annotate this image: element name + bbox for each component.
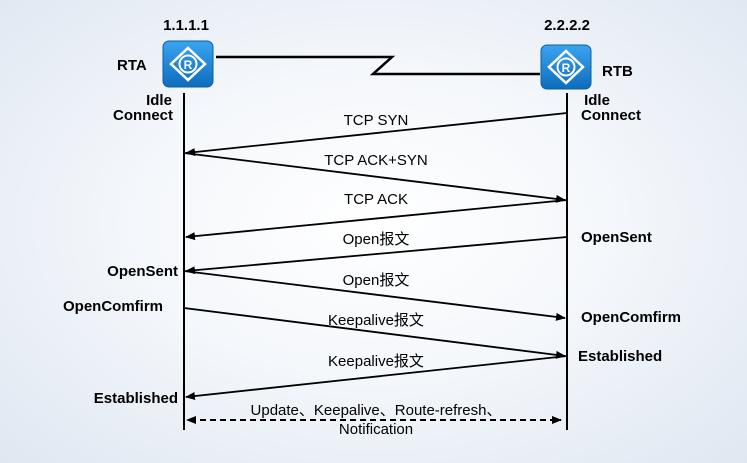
- update-exchange-label-line1: Update、Keepalive、Route-refresh、: [251, 402, 502, 419]
- router-b-state-connect: Connect: [581, 107, 641, 124]
- open-msg-b-to-a-arrow: [185, 236, 568, 275]
- open-msg-label-1: Open报文: [343, 231, 410, 248]
- router-b-ip: 2.2.2.2: [544, 17, 590, 34]
- router-a-state-idle: Idle: [146, 92, 172, 109]
- tcp-syn-arrow: [185, 112, 568, 157]
- keepalive-label-2: Keepalive报文: [328, 353, 424, 370]
- router-b-state-established: Established: [578, 348, 662, 365]
- open-msg-a-to-b-arrow: [183, 270, 566, 321]
- open-msg-label-2: Open报文: [343, 272, 410, 289]
- router-b-icon[interactable]: R: [540, 44, 592, 90]
- router-a-ip: 1.1.1.1: [163, 17, 209, 34]
- update-exchange-left-arrowhead: [186, 416, 196, 424]
- router-a-icon[interactable]: R: [162, 40, 214, 88]
- router-a-icon-letter: R: [184, 58, 193, 72]
- keepalive-a-to-b-arrow: [183, 307, 566, 359]
- router-a-state-opencomfirm: OpenComfirm: [63, 298, 163, 315]
- router-b-state-opencomfirm: OpenComfirm: [581, 309, 681, 326]
- tcp-ack-syn-label: TCP ACK+SYN: [324, 152, 428, 169]
- keepalive-label-1: Keepalive报文: [328, 312, 424, 329]
- router-b-name: RTB: [602, 63, 633, 80]
- tcp-syn-label: TCP SYN: [344, 112, 409, 129]
- router-b-state-idle: Idle: [584, 92, 610, 109]
- router-b-icon-letter: R: [562, 61, 571, 75]
- router-a-name: RTA: [117, 57, 147, 74]
- tcp-ack-label: TCP ACK: [344, 191, 408, 208]
- tcp-ack-syn-arrow: [183, 152, 566, 203]
- serial-link: [216, 55, 540, 76]
- router-b-state-opensent: OpenSent: [581, 229, 652, 246]
- update-exchange-label-line2: Notification: [339, 421, 413, 438]
- keepalive-b-to-a-arrow: [185, 355, 568, 401]
- router-a-state-opensent: OpenSent: [107, 263, 178, 280]
- tcp-ack-arrow: [185, 199, 568, 241]
- router-a-state-connect: Connect: [113, 107, 173, 124]
- router-a-state-established: Established: [94, 390, 178, 407]
